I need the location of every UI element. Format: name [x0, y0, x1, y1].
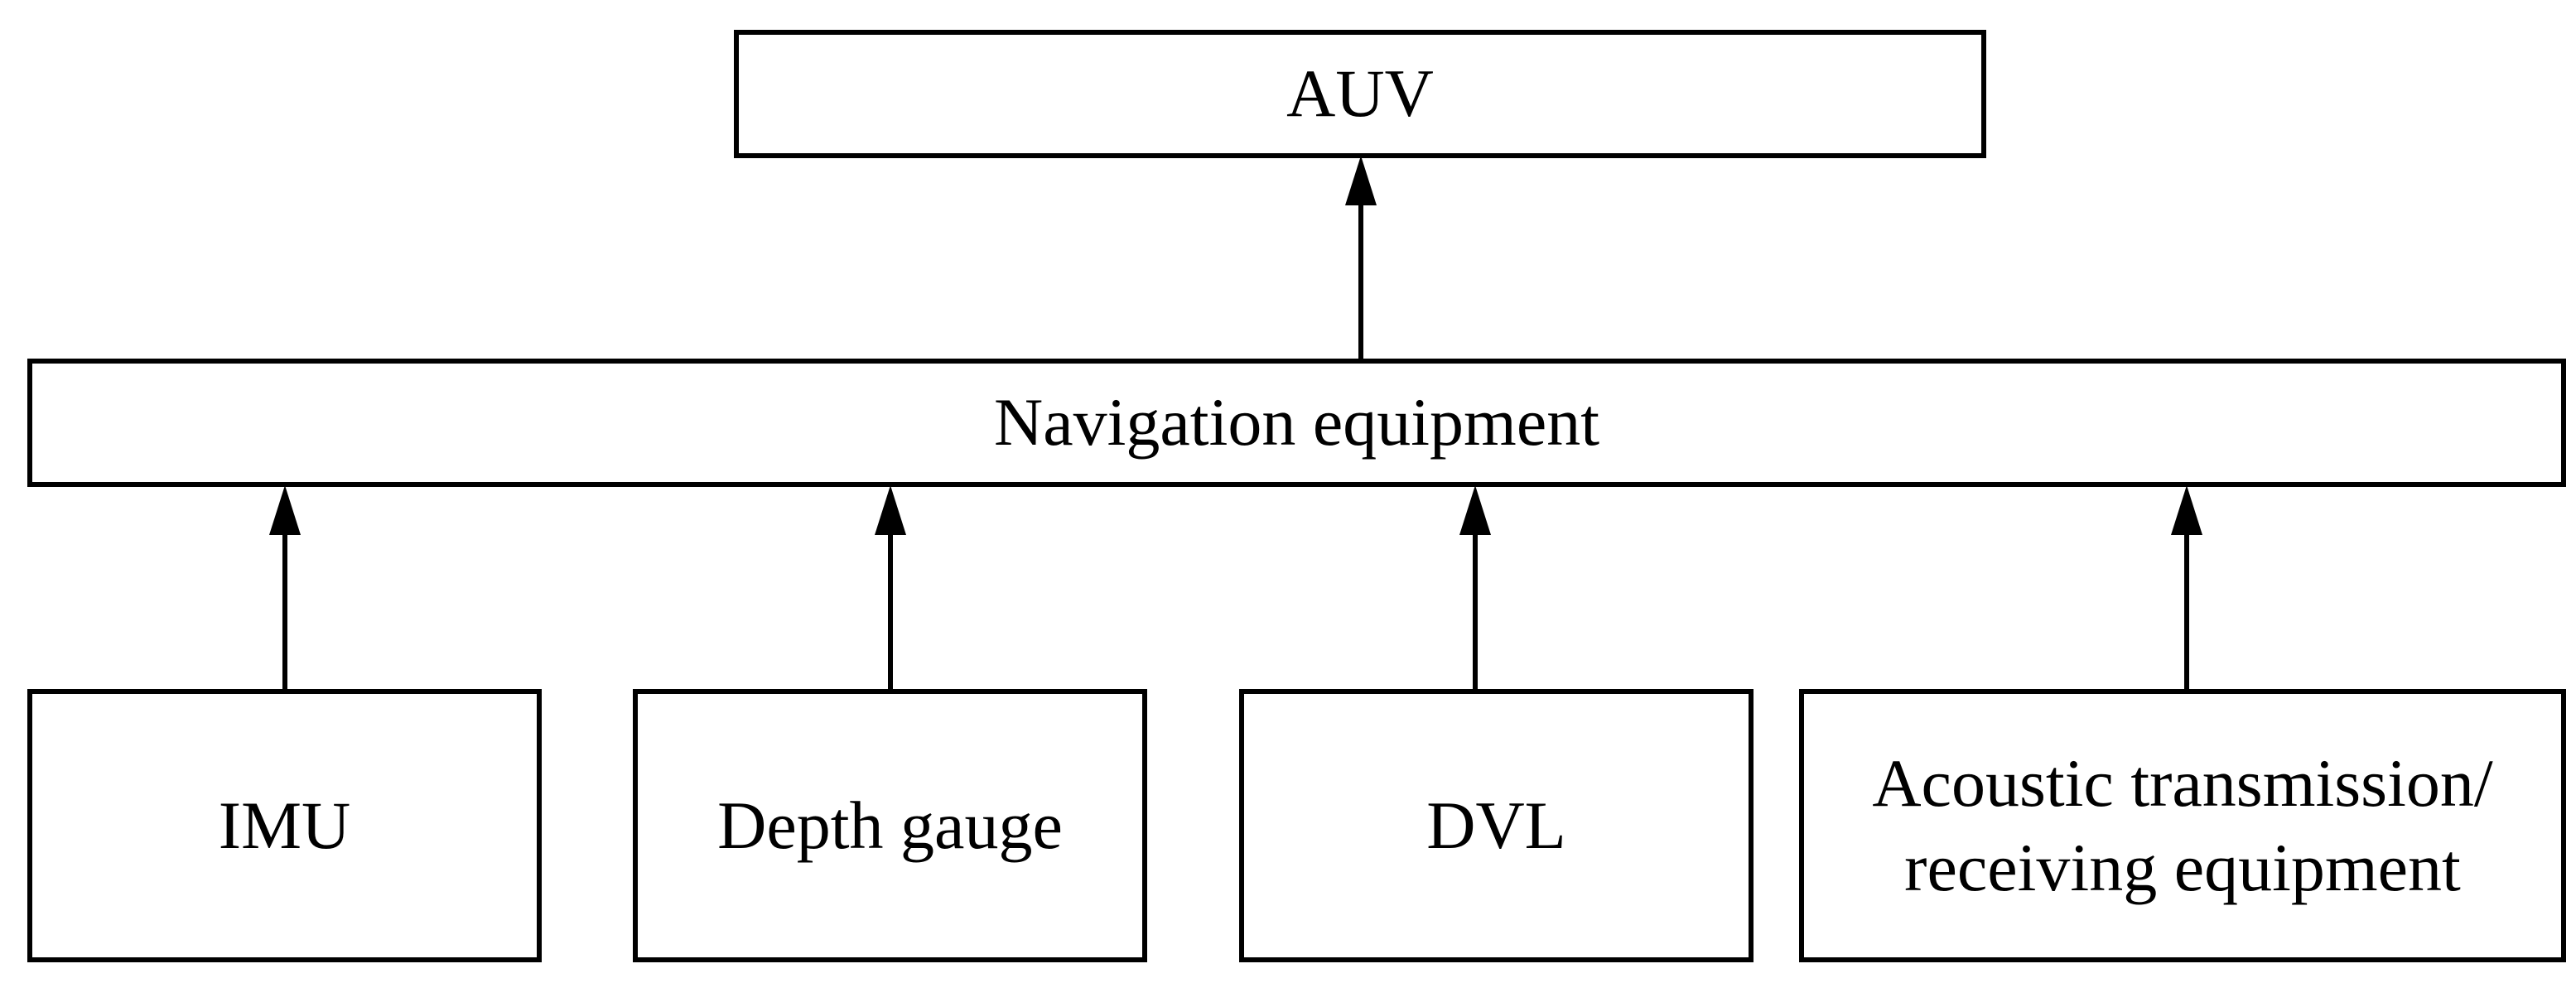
acoustic-label-line1: Acoustic transmission/ — [1872, 744, 2493, 821]
navigation-equipment-label: Navigation equipment — [994, 384, 1599, 460]
acoustic-equipment-box: Acoustic transmission/ receiving equipme… — [1799, 689, 2566, 962]
acoustic-label-line2: receiving equipment — [1904, 830, 2461, 905]
auv-label: AUV — [1286, 55, 1434, 132]
auv-box: AUV — [734, 30, 1986, 158]
arrow-navigation-to-auv — [1345, 156, 1377, 359]
depth-gauge-label: Depth gauge — [717, 787, 1063, 863]
depth-gauge-box: Depth gauge — [633, 689, 1147, 962]
navigation-equipment-box: Navigation equipment — [27, 359, 2566, 487]
arrow-depth-gauge-to-navigation — [875, 485, 906, 689]
arrow-dvl-to-navigation — [1459, 485, 1491, 689]
imu-label: IMU — [218, 787, 351, 863]
arrow-imu-to-navigation — [269, 485, 301, 689]
arrow-acoustic-to-navigation — [2171, 485, 2202, 689]
dvl-box: DVL — [1239, 689, 1754, 962]
dvl-label: DVL — [1426, 787, 1566, 863]
imu-box: IMU — [27, 689, 542, 962]
